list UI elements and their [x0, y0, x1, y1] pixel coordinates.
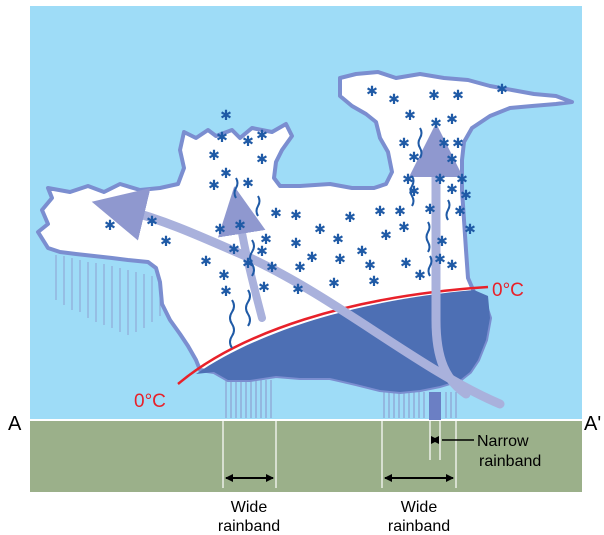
virga-left-anvil	[55, 255, 161, 335]
snow-icon: ✱	[208, 148, 220, 164]
snow-icon: ✱	[394, 204, 406, 220]
snow-icon: ✱	[366, 84, 378, 100]
snow-icon: ✱	[234, 218, 246, 234]
snow-icon: ✱	[228, 242, 240, 258]
snow-icon: ✱	[160, 234, 172, 250]
snow-icon: ✱	[380, 228, 392, 244]
snow-icon: ✱	[452, 88, 464, 104]
wide-rainband-left-label-line2: rainband	[218, 518, 280, 535]
left-tower-ascent-arrow	[218, 186, 266, 322]
rain-region-below-freezing	[196, 290, 490, 392]
snow-icon: ✱	[328, 276, 340, 292]
snow-icon: ✱	[456, 172, 468, 188]
snow-icon: ✱	[434, 252, 446, 268]
snow-icon: ✱	[460, 188, 472, 204]
snow-icon: ✱	[256, 128, 268, 144]
snow-icon: ✱	[496, 82, 508, 98]
snow-icon: ✱	[256, 152, 268, 168]
snow-icon: ✱	[408, 184, 420, 200]
snow-icon: ✱	[242, 134, 254, 150]
snow-icon: ✱	[256, 244, 268, 260]
snow-icon: ✱	[218, 268, 230, 284]
snow-icon: ✱	[424, 202, 436, 218]
snow-icon: ✱	[436, 234, 448, 250]
ice-crystal-streaks	[229, 127, 451, 349]
snow-icon: ✱	[266, 260, 278, 276]
snow-icon: ✱	[408, 150, 420, 166]
snow-icon: ✱	[368, 274, 380, 290]
snow-icon: ✱	[398, 220, 410, 236]
snow-icon: ✱	[216, 130, 228, 146]
snow-icon: ✱	[146, 214, 158, 230]
snow-icon: ✱	[292, 282, 304, 298]
snow-icon: ✱	[438, 136, 450, 152]
narrow-rainband-label-line2: rainband	[479, 453, 541, 470]
rain-shaft-left	[225, 378, 272, 418]
snow-icon: ✱	[334, 252, 346, 268]
narrow-rain-core	[429, 392, 441, 420]
snow-icon: ✱	[242, 176, 254, 192]
snow-icon: ✱	[430, 116, 442, 132]
cross-section-label-A-prime: A'	[584, 413, 601, 435]
snow-icon: ✱	[332, 232, 344, 248]
ground-strip	[30, 421, 582, 492]
snow-icon: ✱	[306, 250, 318, 266]
snow-icon: ✱	[404, 108, 416, 124]
snow-icon: ✱	[104, 218, 116, 234]
snow-icon: ✱	[414, 268, 426, 284]
cross-section-label-A: A	[8, 413, 22, 435]
snow-icon: ✱	[260, 232, 272, 248]
upright-convection-arrow	[409, 123, 471, 399]
snow-icon: ✱	[400, 256, 412, 272]
snow-icon: ✱	[464, 222, 476, 238]
freezing-level-label-right: 0°C	[492, 280, 524, 301]
snow-icon: ✱	[220, 284, 232, 300]
snow-icon: ✱	[398, 136, 410, 152]
snow-icon: ✱	[314, 222, 326, 238]
snow-icon: ✱	[446, 112, 458, 128]
narrow-rainband-label-line1: Narrow	[477, 433, 529, 450]
wide-rainband-right-label-line1: Wide	[401, 499, 438, 516]
snow-icon: ✱	[294, 260, 306, 276]
slantwise-ascent-arrow	[91, 187, 505, 409]
rain-shaft-right	[383, 392, 457, 418]
snow-icon: ✱	[452, 136, 464, 152]
freezing-level-label-left: 0°C	[134, 391, 166, 412]
snow-icon: ✱	[454, 204, 466, 220]
snow-icon: ✱	[220, 166, 232, 182]
snow-icon: ✱	[364, 258, 376, 274]
snow-icon: ✱	[446, 182, 458, 198]
snow-icon: ✱	[200, 254, 212, 270]
snow-icon: ✱	[214, 222, 226, 238]
snow-icon: ✱	[356, 244, 368, 260]
snow-icon: ✱	[402, 172, 414, 188]
wide-rainband-left-label-line1: Wide	[231, 499, 268, 516]
snow-icon: ✱	[242, 256, 254, 272]
snow-icon: ✱	[374, 204, 386, 220]
snow-icon: ✱	[344, 210, 356, 226]
snow-icon: ✱	[208, 178, 220, 194]
snow-icon: ✱	[290, 208, 302, 224]
snow-symbols: ✱✱✱✱✱✱✱✱✱✱✱✱✱✱✱✱✱✱✱✱✱✱✱✱✱✱✱✱✱✱✱✱✱✱✱✱✱✱✱✱…	[104, 82, 508, 300]
snow-icon: ✱	[290, 236, 302, 252]
snow-icon: ✱	[220, 108, 232, 124]
rainband-markers	[222, 421, 457, 488]
snow-icon: ✱	[388, 92, 400, 108]
snow-icon: ✱	[434, 172, 446, 188]
snow-icon: ✱	[270, 206, 282, 222]
wide-rainband-right-label-line2: rainband	[388, 518, 450, 535]
snow-icon: ✱	[258, 280, 270, 296]
airflow-arrows	[91, 123, 505, 409]
snow-icon: ✱	[446, 258, 458, 274]
snow-icon: ✱	[446, 152, 458, 168]
snow-icon: ✱	[428, 88, 440, 104]
